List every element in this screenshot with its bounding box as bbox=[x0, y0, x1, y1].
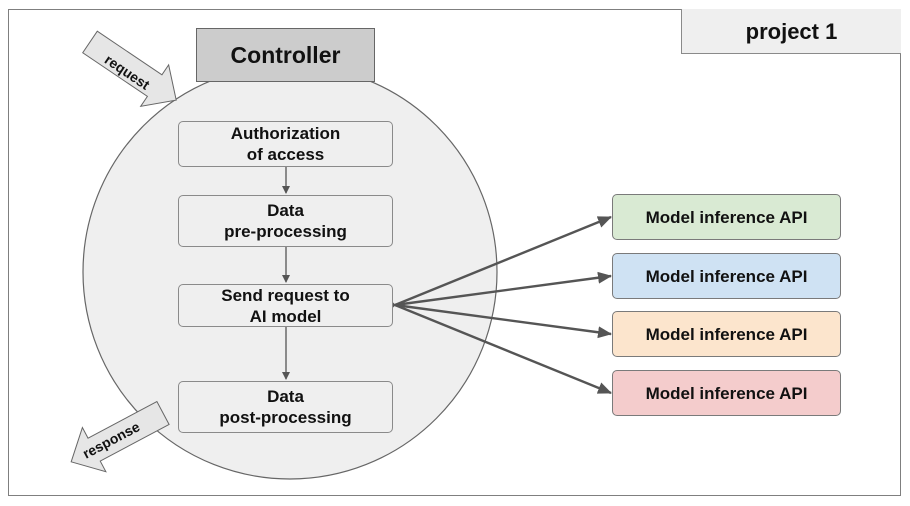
api-box-3: Model inference API bbox=[612, 311, 841, 357]
api-box-1: Model inference API bbox=[612, 194, 841, 240]
step-send-request: Send request to AI model bbox=[178, 284, 393, 327]
connector-api-4 bbox=[380, 294, 612, 395]
api-box-2: Model inference API bbox=[612, 253, 841, 299]
request-arrow bbox=[82, 30, 177, 108]
api-box-4: Model inference API bbox=[612, 370, 841, 416]
diagram-frame bbox=[8, 9, 901, 496]
project-title: project 1 bbox=[681, 9, 901, 54]
step-authorization: Authorization of access bbox=[178, 121, 393, 167]
step-pre-processing: Data pre-processing bbox=[178, 195, 393, 247]
step-post-processing: Data post-processing bbox=[178, 381, 393, 433]
response-arrow bbox=[70, 400, 170, 473]
controller-title: Controller bbox=[196, 28, 375, 82]
